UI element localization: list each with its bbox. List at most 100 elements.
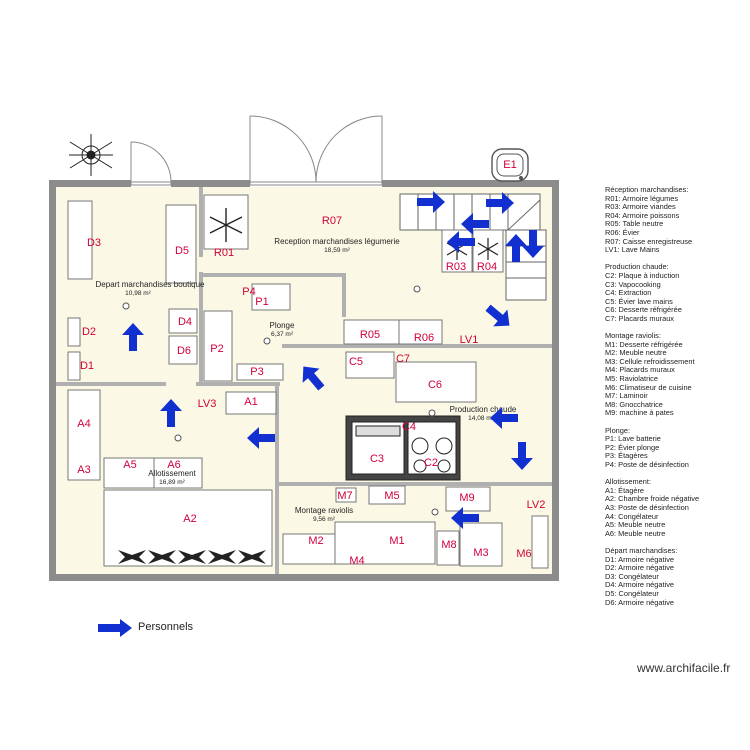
legend-item: M9: machine à pates — [605, 408, 674, 418]
interior-walls — [56, 187, 552, 574]
equipment-label: M2 — [308, 535, 323, 547]
equipment-label: C2 — [424, 457, 438, 469]
legend-item: LV1: Lave Mains — [605, 245, 660, 255]
equipment-label: M1 — [389, 535, 404, 547]
legend-item: M7: Laminoir — [605, 391, 648, 401]
legend-section: Réception marchandises:R01: Armoire légu… — [605, 185, 745, 255]
legend-item: D2: Armoire négative — [605, 563, 675, 573]
room-area-production: 14,08 m² — [468, 415, 494, 422]
equipment-label: LV3 — [198, 398, 217, 410]
arrow-key: Personnels — [96, 618, 256, 638]
legend-item: R03: Armoire viandes — [605, 202, 676, 212]
legend-item: A3: Poste de désinfection — [605, 502, 689, 512]
legend-section: Départ marchandises:D1: Armoire négative… — [605, 545, 745, 607]
room-area-plonge: 6,37 m² — [271, 331, 294, 338]
room-marker — [122, 285, 439, 516]
equipment-label: D3 — [87, 237, 101, 249]
legend-item: P2: Évier plonge — [605, 442, 660, 452]
snowflake-icon — [209, 208, 243, 242]
legend-item: P4: Poste de désinfection — [605, 460, 689, 469]
equipment-label: R05 — [360, 329, 380, 341]
legend-item: A2: Chambre froide négative — [605, 494, 700, 504]
equipment-label: R04 — [477, 261, 497, 273]
entrance-doors — [130, 115, 383, 186]
legend-item: D4: Armoire négative — [605, 580, 675, 590]
equipment-label: M7 — [337, 490, 352, 502]
exterior-walls — [49, 180, 559, 581]
equipment-label: LV2 — [527, 499, 546, 511]
equipment-label: C4 — [402, 421, 416, 433]
legend-item: A1: Étagère — [605, 485, 645, 495]
equipment-label: D6 — [177, 345, 191, 357]
legend-item: C3: Vapocooking — [605, 279, 661, 289]
equipment-label: A1 — [244, 396, 257, 408]
legend-item: M1: Desserte réfrigérée — [605, 339, 683, 349]
legend-section-title: Départ marchandises: — [605, 545, 678, 555]
legend-item: R04: Armoire poissons — [605, 210, 680, 220]
legend-item: P3: Étagères — [605, 451, 648, 461]
room-area-allotissement: 16,89 m² — [159, 479, 185, 486]
equipment-label: A2 — [183, 513, 196, 525]
equipment-label: R01 — [214, 247, 234, 259]
equipment-label: P1 — [255, 296, 268, 308]
compass-icon — [69, 134, 113, 176]
room-name-production: Production chaude — [450, 405, 517, 414]
room-name-plonge: Plonge — [270, 321, 295, 330]
equipment-label: M4 — [349, 555, 364, 567]
equipment-legend: Réception marchandises:R01: Armoire légu… — [605, 185, 745, 616]
equipment-label: R03 — [446, 261, 466, 273]
equipment-label: C5 — [349, 356, 363, 368]
legend-item: R05: Table neutre — [605, 219, 664, 229]
legend-item: M8: Gnocchatrice — [605, 399, 663, 409]
equipment-label: C7 — [396, 353, 410, 365]
legend-item: R07: Caisse enregistreuse — [605, 236, 693, 246]
legend-section-title: Plonge: — [605, 425, 631, 435]
legend-item: A4: Congélateur — [605, 511, 659, 521]
equipment-label: A4 — [77, 418, 90, 430]
equipment-label: D5 — [175, 245, 189, 257]
room-area-reception: 18,59 m² — [324, 247, 350, 254]
equipment-label: P3 — [250, 366, 263, 378]
equipment-label: M6 — [516, 548, 531, 560]
legend-section: Production chaude:C2: Plaque à induction… — [605, 263, 745, 323]
equipment-label: D4 — [178, 316, 192, 328]
watermark: www.archifacile.fr — [637, 661, 731, 675]
equipment-label: A6 — [167, 459, 180, 471]
legend-item: C6: Desserte réfrigérée — [605, 305, 682, 315]
legend-item: D5: Congélateur — [605, 588, 659, 598]
cooking-block — [345, 415, 461, 481]
equipment-label: E1 — [503, 159, 516, 171]
legend-item: M6: Climatiseur de cuisine — [605, 382, 692, 392]
equipment-label: A3 — [77, 464, 90, 476]
equipment-label: P2 — [210, 343, 223, 355]
legend-item: A5: Meuble neutre — [605, 520, 666, 530]
legend-item: M2: Meuble neutre — [605, 348, 667, 358]
equipment-label: M8 — [441, 539, 456, 551]
room-name-allotissement: Allotissement — [148, 469, 196, 478]
e1-symbol — [491, 148, 529, 182]
equipment-label: R07 — [322, 215, 342, 227]
equipment-label: D1 — [80, 360, 94, 372]
legend-section-title: Montage raviolis: — [605, 331, 661, 341]
legend-item: C5: Évier lave mains — [605, 296, 673, 306]
legend-section-title: Réception marchandises: — [605, 185, 689, 194]
equipment-label: C6 — [428, 379, 442, 391]
arrow-key-label: Personnels — [138, 621, 194, 633]
legend-item: A6: Meuble neutre — [605, 528, 666, 538]
legend-item: C7: Placards muraux — [605, 313, 675, 323]
room-area-depart: 10,98 m² — [125, 290, 151, 297]
legend-item: P1: Lave batterie — [605, 434, 661, 444]
equipment-label: M5 — [384, 490, 399, 502]
equipment-label: A5 — [123, 459, 136, 471]
equipment-label: R06 — [414, 332, 434, 344]
legend-item: R01: Armoire légumes — [605, 193, 679, 203]
equipment-label: C3 — [370, 453, 384, 465]
legend-item: R06: Évier — [605, 227, 640, 237]
snowflake-icon — [118, 550, 266, 564]
legend-section: Montage raviolis:M1: Desserte réfrigérée… — [605, 331, 745, 418]
legend-item: D1: Armoire négative — [605, 554, 675, 564]
legend-section-title: Production chaude: — [605, 262, 669, 272]
